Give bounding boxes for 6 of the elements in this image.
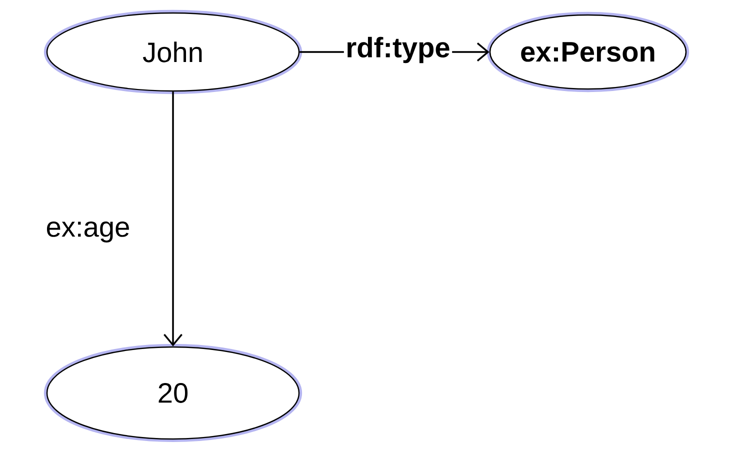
ellipse-node: ex:Person	[486, 12, 690, 92]
arrow	[164, 92, 182, 346]
ellipse-node: 20	[44, 344, 302, 442]
edge-label: rdf:type	[344, 35, 452, 65]
ellipse-node: John	[44, 10, 302, 94]
edge-label: ex:age	[44, 220, 132, 244]
